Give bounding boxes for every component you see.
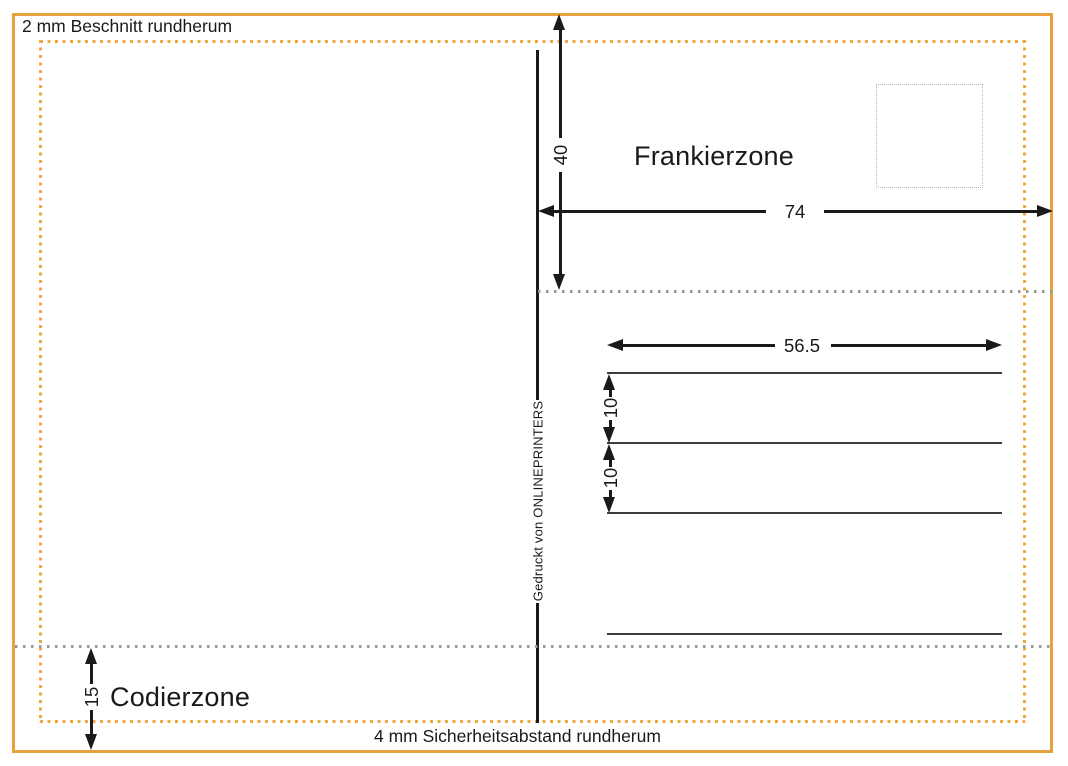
dim-40-line-upper	[559, 26, 562, 138]
dim-40-label: 40	[550, 144, 571, 166]
gap-10a-arrowhead-down-icon	[603, 427, 615, 443]
safety-margin-bottom-line	[40, 720, 1025, 723]
gap-10a-line-lower	[609, 420, 612, 428]
safety-margin-left-line	[39, 40, 42, 723]
gap-10b-arrowhead-up-icon	[603, 444, 615, 460]
address-line	[607, 442, 1002, 444]
franking-zone-label: Frankierzone	[634, 141, 794, 171]
address-line	[607, 372, 1002, 374]
dim-56-arrowhead-right-icon	[986, 338, 1002, 351]
dim-74-line-right	[824, 210, 1040, 213]
dim-15-line-lower	[90, 710, 93, 735]
dim-56-label: 56.5	[783, 335, 821, 356]
gap-10a-label: 10	[600, 397, 621, 419]
printed-by-label: Gedruckt von ONLINEPRINTERS	[530, 400, 546, 602]
gap-10b-label: 10	[600, 467, 621, 489]
dim-40-arrowhead-down-icon	[553, 274, 565, 290]
safety-label: 4 mm Sicherheitsabstand rundherum	[374, 726, 661, 746]
coding-zone-label: Codierzone	[110, 682, 251, 712]
gap-10b-line-lower	[609, 490, 612, 498]
bleed-border	[12, 13, 1053, 753]
dim-15-arrowhead-up-icon	[84, 648, 97, 664]
gap-10a-arrowhead-up-icon	[603, 374, 615, 390]
gap-10a-line-upper	[609, 389, 612, 397]
dim-74-arrowhead-right-icon	[1037, 204, 1053, 217]
dim-56-line-right	[831, 344, 986, 347]
dim-15-label: 15	[81, 686, 102, 708]
safety-margin-top-line	[40, 40, 1025, 43]
dim-74-label: 74	[784, 201, 806, 222]
coding-zone-separator-line	[15, 645, 1053, 648]
dim-74-line-left	[551, 210, 766, 213]
safety-margin-right-line	[1023, 40, 1026, 723]
stamp-box	[876, 84, 983, 188]
address-line	[607, 633, 1002, 635]
center-divider-line-bottom	[536, 603, 539, 723]
franking-zone-separator-line	[538, 290, 1053, 293]
dim-56-arrowhead-left-icon	[607, 338, 623, 351]
dim-74-arrowhead-left-icon	[538, 204, 554, 217]
dim-15-line-upper	[90, 662, 93, 684]
dim-40-arrowhead-up-icon	[553, 14, 565, 30]
center-divider-line-top	[536, 50, 539, 400]
bleed-label: 2 mm Beschnitt rundherum	[22, 16, 233, 36]
dim-56-line-left	[620, 344, 775, 347]
gap-10b-line-upper	[609, 459, 612, 467]
gap-10b-arrowhead-down-icon	[603, 497, 615, 513]
dim-40-line-lower	[559, 172, 562, 276]
dim-15-arrowhead-down-icon	[84, 734, 97, 750]
address-line	[607, 512, 1002, 514]
